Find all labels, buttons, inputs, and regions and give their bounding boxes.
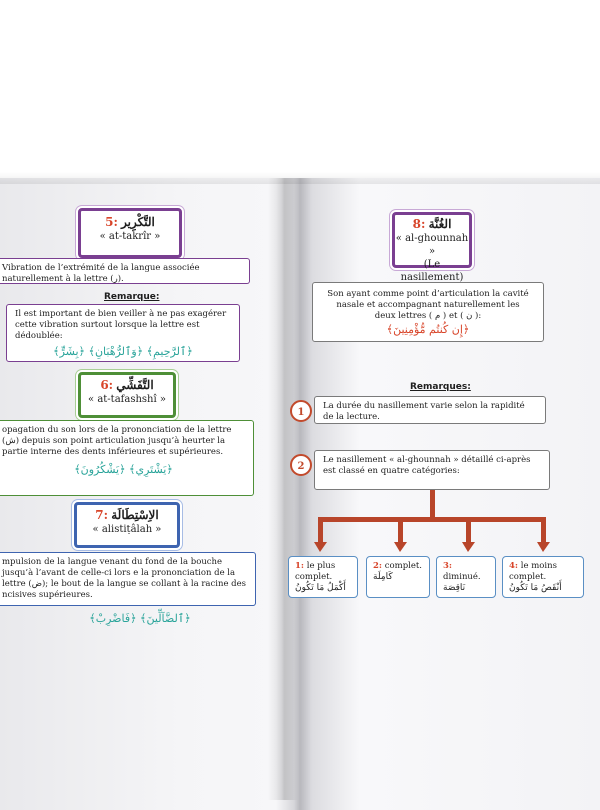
category-2-arabic: كَامِلَة	[373, 572, 393, 582]
remarks-heading: Remarques:	[410, 382, 471, 392]
category-3-arabic: نَاقِصَة	[443, 583, 466, 593]
section5-description-box: Vibration de l’extrémité de la langue as…	[0, 258, 250, 284]
section8-translit: « al-ghounnah »	[395, 233, 469, 257]
category-4-label: le moins complet.	[509, 561, 557, 582]
remark2-number: 2	[290, 454, 312, 476]
section7-description: mpulsion de la langue venant du fond de …	[2, 557, 247, 600]
category-4-box: 4: le moins complet. أَنْقَصُ مَا تَكُون…	[502, 556, 584, 598]
section8-title-box: 8: الغُنَّة « al-ghounnah » (Le nasillem…	[392, 212, 472, 283]
tree-leg-3	[466, 517, 471, 543]
remark1-number: 1	[290, 400, 312, 422]
section5-title-box: 5: التَّكْرِير « at-takrîr »	[78, 208, 182, 258]
section5-arabic: التَّكْرِير	[121, 215, 155, 229]
section7-arabic: الاِسْتِطَالَة	[111, 508, 159, 522]
section8-subtitle: (Le nasillement)	[400, 259, 464, 283]
tree-leg-1	[318, 517, 323, 543]
section6-description: opagation du son lors de la prononciatio…	[2, 425, 232, 457]
section8-number: 8:	[412, 217, 426, 231]
section7-description-box: mpulsion de la langue venant du fond de …	[0, 552, 256, 606]
section7-number: 7:	[95, 508, 109, 522]
category-3-number: 3:	[443, 561, 453, 571]
section6-examples: ﴿يَشْتَرِي﴾ ﴿يَشْكُرُونَ﴾	[74, 463, 173, 476]
category-1-number: 1:	[295, 561, 305, 571]
tree-branch	[318, 517, 546, 522]
category-4-number: 4:	[509, 561, 519, 571]
remark1-text: La durée du nasillement varie selon la r…	[323, 401, 525, 422]
section6-title-box: 6: التَّفَشِّي « at-tafashshî »	[78, 372, 176, 418]
section7-title-box: 7: الاِسْتِطَالَة « alistiṭâlah »	[74, 502, 180, 548]
tree-leg-4	[541, 517, 546, 543]
remark2-text: Le nasillement « al-ghounnah » détaillé …	[323, 455, 531, 476]
section5-description: Vibration de l’extrémité de la langue as…	[2, 263, 200, 284]
section5-remark-text: Il est important de bien veiller à ne pa…	[15, 309, 227, 341]
section5-translit: « at-takrîr »	[99, 231, 161, 242]
remark2-box: Le nasillement « al-ghounnah » détaillé …	[314, 450, 550, 490]
remark1-box: La durée du nasillement varie selon la r…	[314, 396, 546, 424]
section5-number: 5:	[105, 215, 118, 229]
category-2-number: 2:	[373, 561, 383, 571]
category-2-box: 2: complet. كَامِلَة	[366, 556, 430, 598]
section6-number: 6:	[100, 378, 114, 392]
category-3-label: diminué.	[443, 572, 481, 582]
tree-trunk	[430, 490, 435, 520]
section6-arabic: التَّفَشِّي	[116, 378, 154, 392]
tree-leg-2	[398, 517, 403, 543]
category-1-arabic: أَكْمَلُ مَا تَكُونُ	[295, 583, 346, 593]
section6-description-box: opagation du son lors de la prononciatio…	[0, 420, 254, 496]
category-1-box: 1: le plus complet. أَكْمَلُ مَا تَكُونُ	[288, 556, 358, 598]
section8-arabic: الغُنَّة	[428, 217, 452, 231]
section8-example: ﴿إِن كُنتُم مُّؤْمِنِينَ﴾	[386, 323, 470, 336]
book-spine	[268, 178, 298, 800]
category-2-label: complet.	[384, 561, 423, 571]
section5-remark-examples: ﴿ٱلرَّحِيمِ﴾ ﴿وَٱلرُّهْبَانِ﴾ ﴿بِشَرٍّ﴾	[53, 345, 193, 358]
section5-remark-box: Il est important de bien veiller à ne pa…	[6, 304, 240, 362]
section7-examples: ﴿ٱلضَّآلِّينَ﴾ ﴿فَاضْرِبْ﴾	[89, 612, 191, 625]
category-3-box: 3: diminué. نَاقِصَة	[436, 556, 496, 598]
page-top-edge	[0, 172, 600, 184]
category-1-label: le plus complet.	[295, 561, 336, 582]
section8-description: Son ayant comme point d’articulation la …	[327, 289, 529, 321]
category-4-arabic: أَنْقَصُ مَا تَكُونُ	[509, 583, 562, 593]
section5-remark-heading: Remarque:	[104, 292, 160, 302]
section8-description-box: Son ayant comme point d’articulation la …	[312, 282, 544, 342]
section7-translit: « alistiṭâlah »	[92, 524, 162, 535]
section6-translit: « at-tafashshî »	[88, 394, 166, 405]
